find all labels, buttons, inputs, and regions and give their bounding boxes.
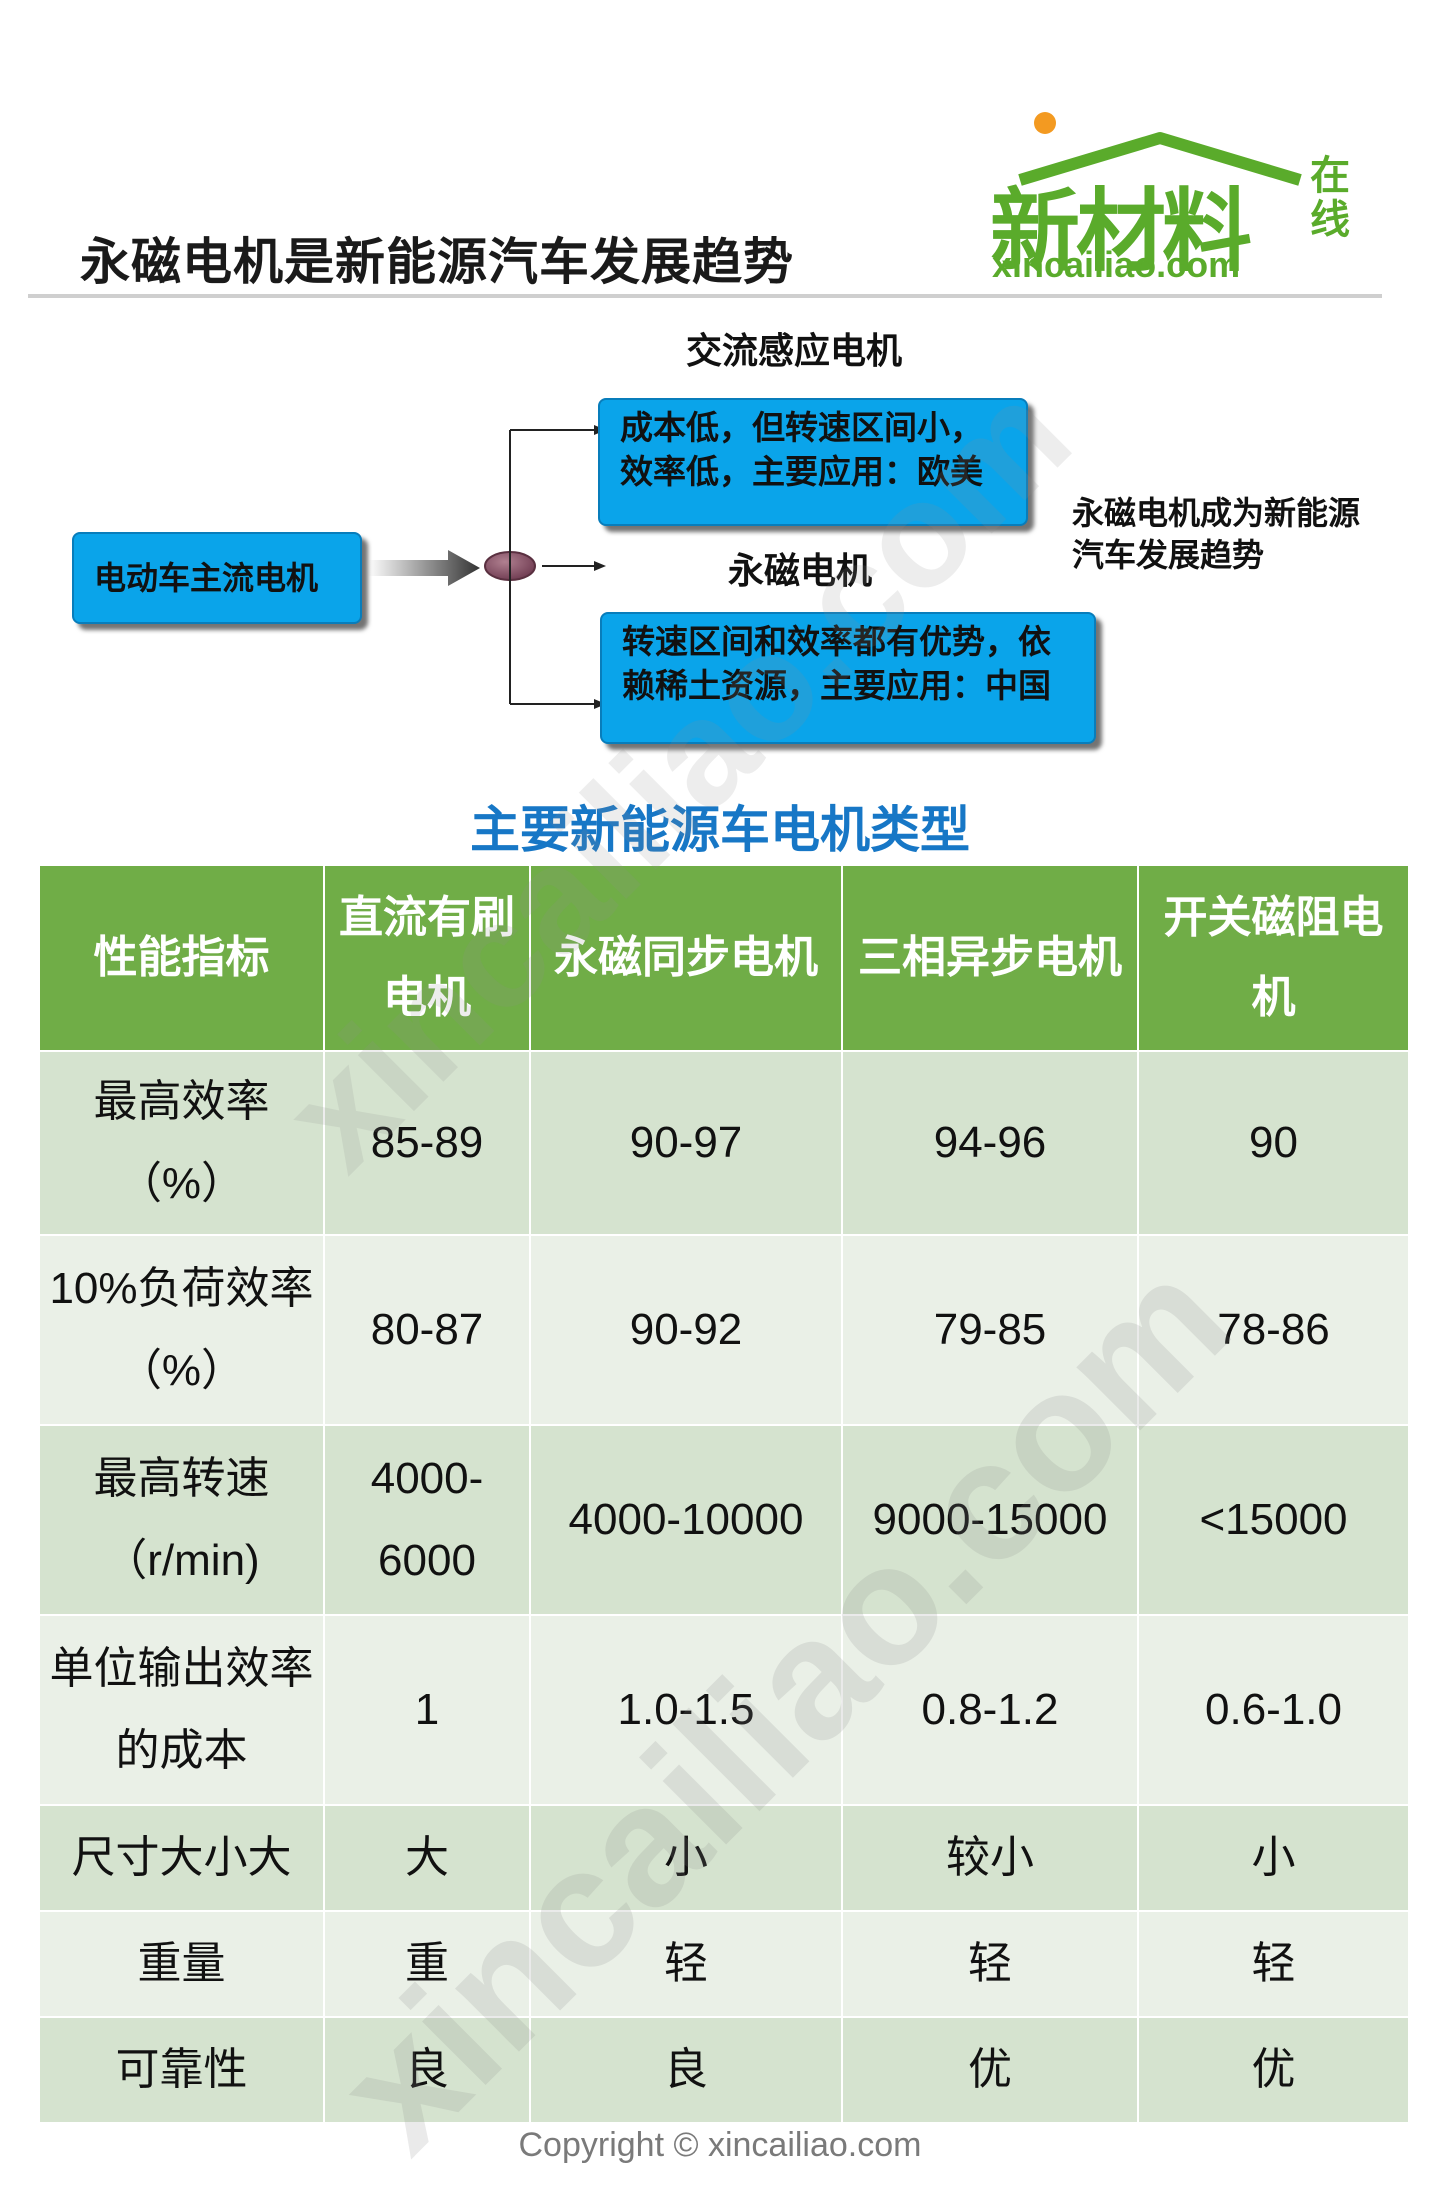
pm-motor-label: 永磁电机 <box>728 551 873 592</box>
header-dc-brushed: 直流有刷电机 <box>324 866 531 1051</box>
table-row: 单位输出效率的成本 1 1.0-1.5 0.8-1.2 0.6-1.0 <box>40 1614 1408 1805</box>
table-cell: 9000-15000 <box>842 1424 1139 1615</box>
table-cell: 最高转速（r/min) <box>40 1424 325 1615</box>
logo-side-text: 在线 <box>1310 153 1350 243</box>
table-cell: 重量 <box>40 1910 325 2017</box>
pm-motor-description-box: 转速区间和效率都有优势，依赖稀土资源，主要应用：中国 <box>600 612 1096 744</box>
ac-motor-label: 交流感应电机 <box>686 331 903 372</box>
copyright-text: Copyright © xincailiao.com <box>518 2126 922 2164</box>
logo-domain-text: xincailiao.com <box>992 244 1241 285</box>
table-row: 可靠性 良 良 优 优 <box>40 2016 1408 2122</box>
table-cell: 78-86 <box>1138 1234 1408 1425</box>
header-switched-reluctance: 开关磁阻电机 <box>1138 866 1408 1051</box>
table-cell: 79-85 <box>842 1234 1139 1425</box>
table-cell: 优 <box>842 2016 1139 2122</box>
table-row: 尺寸大小大 大 小 较小 小 <box>40 1804 1408 1911</box>
logo-chinese-text: 新材料 <box>990 179 1252 284</box>
table-cell: 10%负荷效率（%） <box>40 1234 325 1425</box>
table-cell: 轻 <box>530 1910 843 2017</box>
table-caption: 主要新能源车电机类型 <box>470 801 970 859</box>
brand-logo: 新材料 在线 xincailiao.com <box>980 108 1380 288</box>
table-cell: 85-89 <box>324 1050 531 1235</box>
table-cell: 最高效率（%） <box>40 1050 325 1235</box>
table-cell: 单位输出效率的成本 <box>40 1614 325 1805</box>
conclusion-text: 永磁电机成为新能源汽车发展趋势 <box>1072 494 1361 574</box>
header-pm-sync: 永磁同步电机 <box>530 866 843 1051</box>
table-cell: 小 <box>530 1804 843 1911</box>
logo-roof-icon <box>1018 132 1302 186</box>
table-cell: 1 <box>324 1614 531 1805</box>
ac-motor-description-box: 成本低，但转速区间小，效率低，主要应用：欧美 <box>598 398 1028 526</box>
source-motor-box: 电动车主流电机 <box>72 532 362 624</box>
diagram-connectors <box>368 425 606 709</box>
table-cell: 轻 <box>1138 1910 1408 2017</box>
table-cell: <15000 <box>1138 1424 1408 1615</box>
table-row: 重量 重 轻 轻 轻 <box>40 1910 1408 2017</box>
logo-dot <box>1034 112 1056 134</box>
table-cell: 4000-6000 <box>324 1424 531 1615</box>
table-cell: 良 <box>530 2016 843 2122</box>
table-cell: 大 <box>324 1804 531 1911</box>
table-cell: 90-92 <box>530 1234 843 1425</box>
table-row: 最高效率（%） 85-89 90-97 94-96 90 <box>40 1050 1408 1235</box>
table-cell: 4000-10000 <box>530 1424 843 1615</box>
title-divider <box>28 294 1382 298</box>
table-cell: 94-96 <box>842 1050 1139 1235</box>
header-three-phase: 三相异步电机 <box>842 866 1139 1051</box>
table-cell: 90-97 <box>530 1050 843 1235</box>
table-cell: 0.8-1.2 <box>842 1614 1139 1805</box>
table-cell: 小 <box>1138 1804 1408 1911</box>
table-row: 最高转速（r/min) 4000-6000 4000-10000 9000-15… <box>40 1424 1408 1615</box>
page-title: 永磁电机是新能源汽车发展趋势 <box>80 233 794 291</box>
table-cell: 较小 <box>842 1804 1139 1911</box>
table-cell: 1.0-1.5 <box>530 1614 843 1805</box>
table-cell: 90 <box>1138 1050 1408 1235</box>
table-cell: 良 <box>324 2016 531 2122</box>
table-cell: 优 <box>1138 2016 1408 2122</box>
table-cell: 尺寸大小大 <box>40 1804 325 1911</box>
table-cell: 可靠性 <box>40 2016 325 2122</box>
table-header-row: 性能指标 直流有刷电机 永磁同步电机 三相异步电机 开关磁阻电机 <box>40 866 1408 1051</box>
table-cell: 轻 <box>842 1910 1139 2017</box>
motor-type-table: 性能指标 直流有刷电机 永磁同步电机 三相异步电机 开关磁阻电机 最高效率（%）… <box>40 866 1408 2122</box>
main-arrow <box>368 550 480 586</box>
header-metric: 性能指标 <box>40 866 325 1051</box>
table-cell: 80-87 <box>324 1234 531 1425</box>
table-cell: 重 <box>324 1910 531 2017</box>
table-row: 10%负荷效率（%） 80-87 90-92 79-85 78-86 <box>40 1234 1408 1425</box>
table-cell: 0.6-1.0 <box>1138 1614 1408 1805</box>
